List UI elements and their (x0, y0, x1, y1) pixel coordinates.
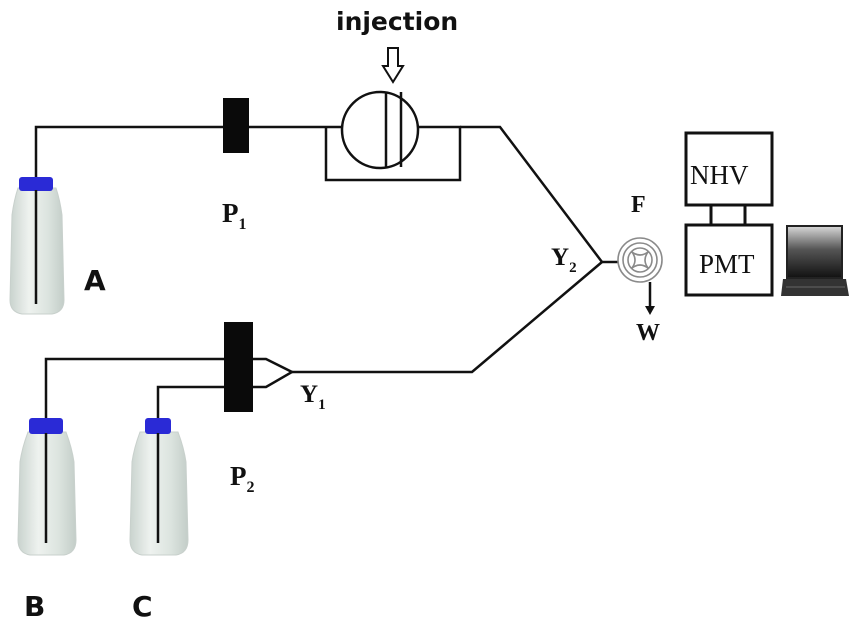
nhv-box (684, 131, 774, 207)
tubing-line-b (44, 357, 224, 420)
tubing-line-a (34, 125, 603, 263)
reservoir-b-label: B (24, 590, 45, 623)
injection-arrow-icon (381, 47, 405, 84)
pump-p2 (224, 322, 253, 412)
tubing-line-c (156, 385, 224, 420)
injection-label: injection (336, 7, 458, 36)
pmt-box (684, 223, 774, 297)
reservoir-bottle-a (9, 177, 65, 315)
nhv-label: NHV (690, 160, 749, 190)
waste-arrow-icon (645, 282, 655, 315)
reservoir-a-label: A (84, 264, 106, 297)
reservoir-c-label: C (132, 590, 153, 623)
pump-p1 (223, 98, 249, 153)
merge-tee-y1 (252, 260, 618, 389)
pump-p1-label: P1 (222, 198, 247, 233)
junction-y2-label: Y2 (551, 244, 577, 276)
flow-cell (617, 237, 663, 283)
pump-p2-label: P2 (230, 461, 255, 496)
nhv-pmt-connector (709, 205, 747, 225)
reservoir-bottle-c (129, 418, 189, 556)
laptop-icon (781, 225, 849, 296)
junction-y1-label: Y1 (300, 381, 326, 413)
reservoir-bottle-b (17, 418, 77, 556)
injection-valve (340, 90, 420, 170)
waste-label: W (636, 320, 660, 346)
pmt-label: PMT (699, 249, 755, 279)
flow-cell-label: F (631, 192, 646, 218)
